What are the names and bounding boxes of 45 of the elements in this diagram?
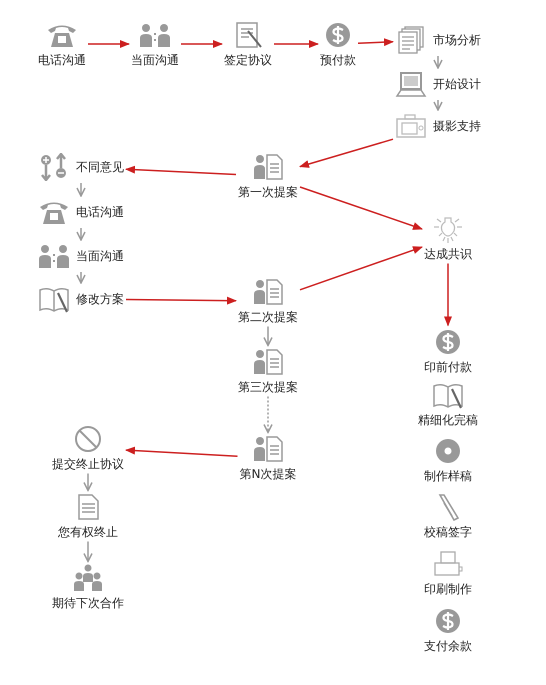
step-label: 市场分析 — [433, 32, 481, 48]
arrow — [299, 138, 394, 168]
step-label: 第二次提案 — [238, 310, 298, 324]
step-label: 印刷制作 — [424, 582, 472, 596]
arrow — [83, 474, 93, 492]
arrow — [125, 166, 236, 176]
step-label: 电话沟通 — [76, 204, 124, 220]
arrow — [433, 100, 443, 111]
arrow — [83, 542, 93, 562]
step-label: 预付款 — [320, 52, 356, 68]
step-label: 当面沟通 — [131, 52, 179, 68]
step-label: 电话沟通 — [38, 52, 86, 68]
step-label: 制作样稿 — [424, 468, 472, 484]
arrow — [76, 272, 86, 284]
step-label: 精细化完稿 — [418, 412, 478, 428]
step-label: 达成共识 — [424, 246, 472, 262]
step-label: 校稿签字 — [424, 524, 472, 540]
step-label: 第三次提案 — [238, 380, 298, 394]
step-label: 不同意见 — [76, 160, 124, 174]
arrow — [76, 228, 86, 241]
step-label: 修改方案 — [76, 292, 124, 306]
step-label: 第一次提案 — [238, 184, 298, 200]
step-label: 您有权终止 — [58, 524, 118, 540]
arrow — [300, 186, 423, 230]
arrow — [358, 38, 394, 46]
step-label: 支付余款 — [424, 638, 472, 654]
step-label: 第N次提案 — [240, 466, 296, 482]
arrow — [433, 56, 443, 69]
step-label: 印前付款 — [424, 360, 472, 374]
step-label: 开始设计 — [433, 76, 481, 92]
arrow — [263, 326, 273, 346]
step-label: 当面沟通 — [76, 248, 124, 264]
arrow — [76, 183, 86, 197]
arrow — [181, 40, 223, 48]
arrow — [88, 40, 130, 48]
arrow — [126, 296, 237, 305]
step-label: 摄影支持 — [433, 118, 481, 134]
arrow — [274, 40, 319, 48]
step-label: 期待下次合作 — [52, 596, 124, 610]
arrow — [263, 396, 273, 434]
step-label: 签定协议 — [224, 52, 272, 68]
arrow — [300, 246, 423, 290]
step-label: 提交终止协议 — [52, 456, 124, 472]
arrow — [125, 446, 238, 458]
arrow — [444, 264, 452, 326]
